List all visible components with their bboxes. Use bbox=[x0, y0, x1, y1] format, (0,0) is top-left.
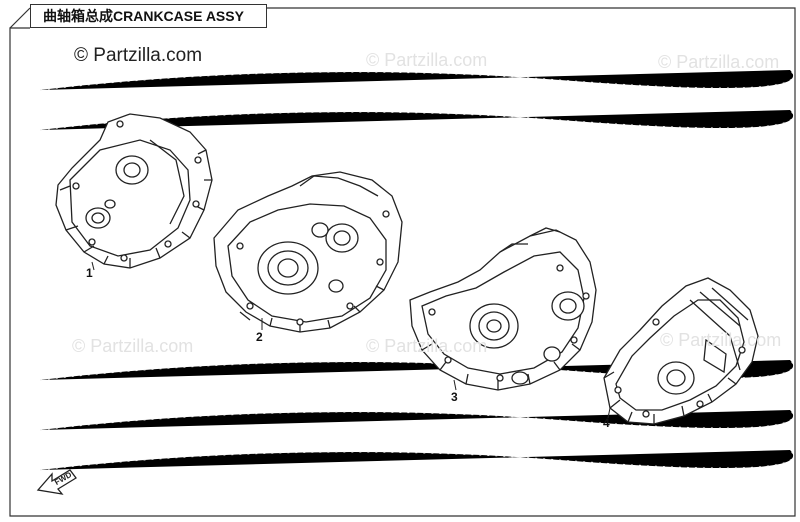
callout-3[interactable]: 3 bbox=[451, 390, 458, 404]
part-1-crankcase-cover bbox=[55, 113, 213, 269]
leader-line-1 bbox=[91, 261, 95, 271]
callout-1[interactable]: 1 bbox=[86, 266, 93, 280]
fwd-arrow-icon bbox=[36, 469, 77, 495]
outer-border bbox=[9, 7, 796, 517]
callout-4[interactable]: 4 bbox=[603, 416, 610, 430]
part-2-crankcase-left bbox=[213, 171, 403, 333]
watermark: © Partzilla.com bbox=[366, 336, 488, 356]
watermark: © Partzilla.com bbox=[72, 336, 194, 356]
leader-line-4 bbox=[607, 407, 611, 419]
border-corner bbox=[9, 7, 31, 29]
watermark: © Partzilla.com bbox=[658, 52, 780, 72]
callout-2[interactable]: 2 bbox=[256, 330, 263, 344]
part-4-outer-cover bbox=[603, 277, 759, 425]
watermark: © Partzilla.com bbox=[660, 330, 782, 350]
watermark: © Partzilla.com bbox=[366, 50, 488, 70]
copyright-text: © Partzilla.com bbox=[74, 45, 203, 66]
part-3-crankcase-right bbox=[409, 227, 597, 391]
page-title: 曲轴箱总成CRANKCASE ASSY bbox=[30, 4, 267, 28]
background-hatch bbox=[39, 69, 794, 471]
leader-line-3 bbox=[453, 379, 457, 391]
